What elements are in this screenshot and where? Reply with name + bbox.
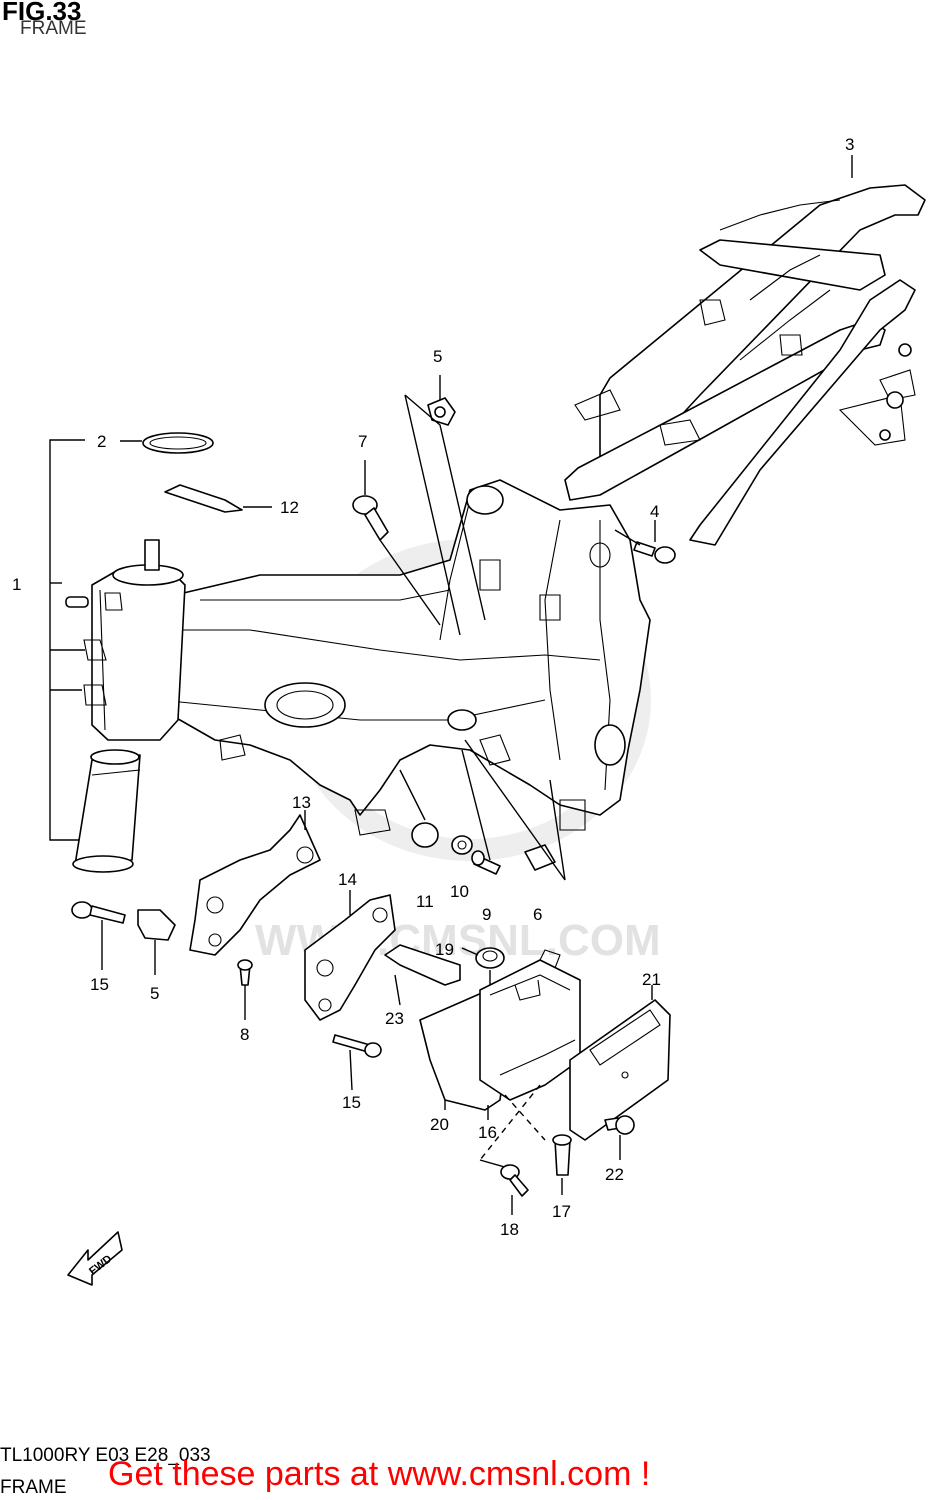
callout-3: 3 (845, 135, 854, 154)
shop-link[interactable]: Get these parts at www.cmsnl.com ! (108, 1455, 651, 1493)
callout-5-left: 5 (150, 984, 159, 1003)
callout-9: 9 (482, 905, 491, 924)
part-1-tube (72, 749, 141, 873)
callout-21: 21 (642, 970, 661, 989)
callout-17: 17 (552, 1202, 571, 1221)
callout-6: 6 (533, 905, 542, 924)
part-7-bolt (352, 495, 389, 541)
part-4-bolt (633, 541, 676, 564)
part-key (65, 596, 89, 608)
part-16-box (479, 949, 581, 1101)
diagram-code: TL1000RY E03 E28_033 (0, 1445, 211, 1466)
callout-20: 20 (430, 1115, 449, 1134)
callout-11: 11 (416, 892, 434, 911)
part-19-nut (475, 947, 505, 969)
callout-19: 19 (435, 940, 454, 959)
part-9-bolt (471, 850, 501, 875)
part-2-ring (142, 432, 214, 454)
part-18-bolt (500, 1164, 529, 1197)
callout-12: 12 (280, 498, 299, 517)
bracket-1 (49, 439, 85, 841)
callout-16: 16 (478, 1123, 497, 1142)
callout-15-left: 15 (90, 975, 109, 994)
callout-13: 13 (292, 793, 311, 812)
callout-2: 2 (97, 432, 106, 451)
part-6-spacer (524, 844, 556, 871)
callout-5-top: 5 (433, 347, 442, 366)
figure-subtitle: FRAME (20, 18, 87, 39)
callout-15-lower: 15 (342, 1093, 361, 1112)
part-21-module (569, 999, 671, 1141)
part-5-bolt-top (427, 397, 456, 426)
part-13-bracket (189, 814, 321, 956)
part-15-bolt-lower (332, 1034, 382, 1058)
callout-23: 23 (385, 1009, 404, 1028)
fwd-arrow-icon: FWD (67, 1231, 123, 1286)
part-14-bracket (304, 894, 396, 1021)
figure-title: FIG.33 (2, 0, 82, 26)
part-11-cap (411, 822, 439, 848)
callout-4: 4 (650, 502, 659, 521)
callout-14: 14 (338, 870, 357, 889)
diagram-name: FRAME (0, 1477, 67, 1498)
callout-8: 8 (240, 1025, 249, 1044)
rear-subframe (564, 184, 926, 546)
callout-18: 18 (500, 1220, 519, 1239)
part-23-bracket (384, 944, 461, 986)
part-17-bolt (552, 1134, 572, 1176)
part-8-bolt (237, 959, 253, 986)
main-frame (83, 479, 651, 836)
callout-labels: 1 2 3 4 5 5 6 7 8 9 10 11 12 13 14 15 15… (12, 135, 854, 1239)
callout-10: 10 (450, 882, 469, 901)
callout-7: 7 (358, 432, 367, 451)
part-15-bolt-left (71, 901, 126, 924)
part-22-bolt (604, 1115, 635, 1135)
callout-22: 22 (605, 1165, 624, 1184)
part-12-strip (164, 484, 243, 513)
callout-1: 1 (12, 575, 21, 594)
part-10-collar (451, 835, 473, 855)
part-5-bush-left (137, 909, 176, 941)
